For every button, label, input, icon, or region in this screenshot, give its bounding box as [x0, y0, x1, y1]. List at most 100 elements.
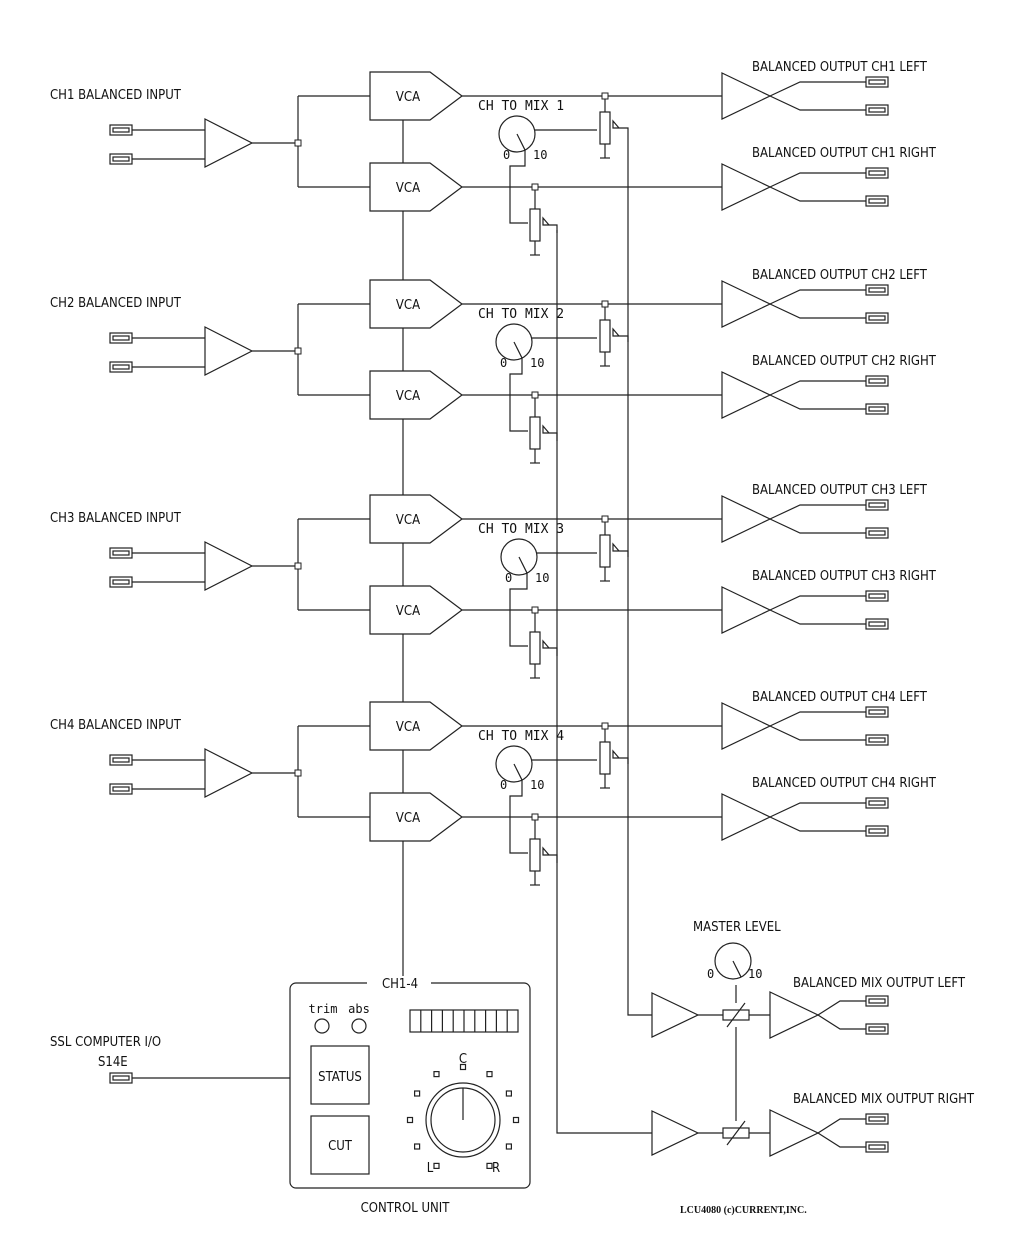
jack-slot [868, 1026, 886, 1032]
jack-slot [868, 998, 886, 1004]
pot-wiper [542, 639, 550, 649]
ch3-pot-right [529, 631, 550, 679]
ch1-input-jack-hot [109, 124, 133, 136]
jack-slot [112, 1075, 130, 1081]
ch4-vca-left-label: VCA [396, 720, 420, 735]
pot-wiper [612, 542, 620, 552]
wire [769, 172, 866, 188]
mix-out-right-jack-cold [865, 1141, 889, 1153]
junction-node [531, 391, 539, 399]
ch2-out-right-jack-hot [865, 375, 889, 387]
pot-body [599, 319, 611, 353]
ch4-dial-min: 0 [500, 778, 507, 792]
ch4-out-left-jack-cold [865, 734, 889, 746]
ch2-vca-right-label: VCA [396, 389, 420, 404]
jack-slot [112, 579, 130, 585]
knob-pointer [732, 960, 742, 978]
ch2-mix-label: CH TO MIX 2 [478, 307, 564, 322]
ch3-out-left-jack-cold [865, 527, 889, 539]
pot-wiper [612, 749, 620, 759]
pan-tick [433, 1071, 440, 1078]
junction-node [531, 183, 539, 191]
junction-node [601, 722, 609, 730]
ch2-input-label: CH2 BALANCED INPUT [50, 296, 182, 311]
junction-node [294, 139, 302, 147]
mix-bus-left [627, 134, 652, 1016]
ch1-input-jack-cold [109, 153, 133, 165]
jack-slot [868, 107, 886, 113]
ch1-out-right-jack-cold [865, 195, 889, 207]
ch4-pot-right [529, 838, 550, 886]
pan-tick [512, 1116, 520, 1124]
ch1-out-left-jack-cold [865, 104, 889, 116]
ch4-out-left-label: BALANCED OUTPUT CH4 LEFT [752, 690, 928, 705]
computer-io-model: S14E [98, 1055, 128, 1070]
ch1-mix-knob [498, 115, 536, 153]
ch3-input-jack-cold [109, 576, 133, 588]
jack-slot [868, 315, 886, 321]
ch2-out-left-jack-cold [865, 312, 889, 324]
ch4-input-amp [204, 748, 254, 798]
wire [509, 780, 528, 854]
jack-slot [868, 1116, 886, 1122]
ch1-out-left-jack-hot [865, 76, 889, 88]
attenuator-arrow [726, 1120, 746, 1146]
mix-output-amp-right [769, 1109, 820, 1157]
pan-tick [486, 1071, 493, 1078]
ch1-pot-left [599, 111, 620, 159]
attenuator-arrow [726, 1002, 746, 1028]
ch2-out-right-label: BALANCED OUTPUT CH2 RIGHT [752, 354, 937, 369]
wire [509, 150, 528, 224]
junction-node [294, 769, 302, 777]
wire [549, 224, 558, 233]
ch1-vca-left-label: VCA [396, 90, 420, 105]
ch4-mix-label: CH TO MIX 4 [478, 729, 564, 744]
ch2-dial-min: 0 [500, 356, 507, 370]
ch4-output-amp-left [721, 702, 772, 750]
jack-slot [868, 378, 886, 384]
wire [817, 1118, 866, 1134]
jack-slot [868, 198, 886, 204]
pan-tick [505, 1143, 512, 1150]
control-unit-header: CH1-4 [382, 977, 418, 992]
jack-slot [868, 709, 886, 715]
jack-slot [868, 1144, 886, 1150]
jack-slot [868, 170, 886, 176]
jack-slot [112, 127, 130, 133]
junction-node [294, 562, 302, 570]
wire [769, 186, 866, 202]
ch2-input-amp [204, 326, 254, 376]
wire [769, 380, 866, 396]
wire [769, 504, 866, 520]
wire [769, 725, 866, 741]
ch1-dial-min: 0 [503, 148, 510, 162]
ch2-dial-max: 10 [530, 356, 544, 370]
jack-slot [112, 550, 130, 556]
ch2-vca-left-label: VCA [396, 298, 420, 313]
ch4-input-jack-hot [109, 754, 133, 766]
ch2-input-jack-hot [109, 332, 133, 344]
jack-slot [112, 335, 130, 341]
ch2-pot-left [599, 319, 620, 367]
ch3-input-amp [204, 541, 254, 591]
ch4-out-right-jack-cold [865, 825, 889, 837]
master-dial-max: 10 [748, 967, 762, 981]
pot-wiper [542, 216, 550, 226]
computer-io-label: SSL COMPUTER I/O [50, 1035, 161, 1050]
jack-slot [868, 79, 886, 85]
junction-node [601, 300, 609, 308]
pot-wiper [542, 424, 550, 434]
ch2-out-left-label: BALANCED OUTPUT CH2 LEFT [752, 268, 928, 283]
pot-body [599, 111, 611, 145]
ch4-vca-right [369, 792, 463, 842]
ch3-vca-right [369, 585, 463, 635]
wire [619, 757, 629, 764]
junction-node [601, 92, 609, 100]
pot-body [529, 838, 541, 872]
wire [817, 1132, 866, 1148]
ch4-mix-knob [495, 745, 533, 783]
jack-slot [868, 593, 886, 599]
wire [549, 854, 558, 863]
ch2-output-amp-left [721, 280, 772, 328]
pan-tick [406, 1116, 414, 1124]
